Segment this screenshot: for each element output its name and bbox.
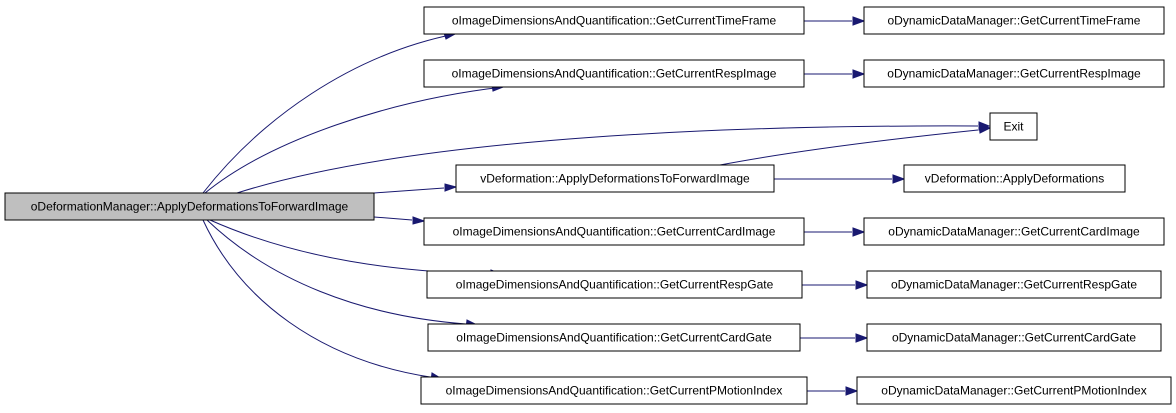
node-n2[interactable]: oDynamicDataManager::GetCurrentTimeFrame — [863, 6, 1165, 35]
nodes-layer: oDeformationManager::ApplyDeformationsTo… — [4, 6, 1172, 405]
node-n6[interactable]: vDeformation::ApplyDeformationsToForward… — [455, 164, 775, 193]
node-label: oImageDimensionsAndQuantification::GetCu… — [456, 278, 774, 292]
edge-arrowhead — [412, 216, 426, 225]
node-label: oDynamicDataManager::GetCurrentCardImage — [888, 225, 1140, 239]
edge-line — [204, 86, 504, 194]
node-box — [455, 164, 775, 193]
edge-arrowhead — [845, 386, 859, 396]
node-box — [856, 376, 1172, 405]
edge-root-to-n1 — [202, 32, 457, 194]
edge-root-to-n6 — [373, 183, 458, 194]
edge-line — [202, 33, 456, 194]
node-box — [866, 270, 1162, 299]
node-label: oDynamicDataManager::GetCurrentRespGate — [891, 278, 1137, 292]
edge-n14-to-n15 — [807, 386, 859, 396]
node-n4[interactable]: oDynamicDataManager::GetCurrentRespImage — [863, 59, 1165, 88]
node-n9[interactable]: oDynamicDataManager::GetCurrentCardImage — [863, 217, 1165, 246]
node-box — [989, 112, 1038, 141]
node-box — [420, 376, 808, 405]
node-n13[interactable]: oDynamicDataManager::GetCurrentCardGate — [866, 323, 1162, 352]
node-label: oImageDimensionsAndQuantification::GetCu… — [456, 331, 772, 345]
edge-n12-to-n13 — [800, 333, 869, 343]
node-label: vDeformation::ApplyDeformationsToForward… — [480, 172, 750, 186]
node-n11[interactable]: oDynamicDataManager::GetCurrentRespGate — [866, 270, 1162, 299]
edge-arrowhead — [852, 16, 866, 26]
node-box — [423, 59, 805, 88]
node-label: oDynamicDataManager::GetCurrentCardGate — [892, 331, 1136, 345]
node-n7[interactable]: vDeformation::ApplyDeformations — [903, 164, 1126, 193]
edge-n10-to-n11 — [802, 280, 869, 290]
node-n3[interactable]: oImageDimensionsAndQuantification::GetCu… — [423, 59, 805, 88]
node-box — [426, 270, 803, 299]
edge-n8-to-n9 — [804, 227, 866, 237]
node-label: oImageDimensionsAndQuantification::GetCu… — [452, 14, 777, 28]
node-label: oDeformationManager::ApplyDeformationsTo… — [31, 200, 349, 214]
node-n8[interactable]: oImageDimensionsAndQuantification::GetCu… — [423, 217, 805, 246]
node-box — [903, 164, 1126, 193]
node-n12[interactable]: oImageDimensionsAndQuantification::GetCu… — [427, 323, 801, 352]
edge-arrowhead — [892, 174, 906, 184]
edge-n3-to-n4 — [804, 69, 866, 79]
edge-arrowhead — [444, 183, 458, 192]
node-label: oImageDimensionsAndQuantification::GetCu… — [446, 384, 783, 398]
node-box — [423, 217, 805, 246]
node-box — [863, 6, 1165, 35]
edge-arrowhead — [978, 124, 992, 134]
node-root[interactable]: oDeformationManager::ApplyDeformationsTo… — [4, 192, 375, 221]
node-label: oDynamicDataManager::GetCurrentPMotionIn… — [881, 384, 1146, 398]
edge-line — [236, 125, 979, 194]
edge-arrowhead — [852, 69, 866, 79]
edge-line — [373, 187, 445, 194]
edge-n1-to-n2 — [804, 16, 866, 26]
node-n5[interactable]: Exit — [989, 112, 1038, 141]
edge-line — [719, 129, 979, 166]
edge-arrowhead — [855, 333, 869, 343]
edge-root-to-n8 — [373, 216, 426, 225]
node-label: oDynamicDataManager::GetCurrentRespImage — [887, 67, 1141, 81]
edge-root-to-n14 — [202, 219, 444, 382]
edge-line — [202, 219, 431, 378]
node-box — [863, 217, 1165, 246]
node-box — [427, 323, 801, 352]
edge-n6-to-n5 — [719, 124, 992, 166]
edge-arrowhead — [852, 227, 866, 237]
node-label: oImageDimensionsAndQuantification::GetCu… — [453, 225, 776, 239]
node-box — [423, 6, 805, 35]
node-n1[interactable]: oImageDimensionsAndQuantification::GetCu… — [423, 6, 805, 35]
edge-line — [373, 216, 413, 221]
node-label: Exit — [1003, 120, 1024, 134]
node-n15[interactable]: oDynamicDataManager::GetCurrentPMotionIn… — [856, 376, 1172, 405]
edge-n6-to-n7 — [774, 174, 906, 184]
node-label: oImageDimensionsAndQuantification::GetCu… — [452, 67, 777, 81]
node-box — [863, 59, 1165, 88]
node-box — [866, 323, 1162, 352]
node-box — [4, 192, 375, 221]
node-n10[interactable]: oImageDimensionsAndQuantification::GetCu… — [426, 270, 803, 299]
node-label: oDynamicDataManager::GetCurrentTimeFrame — [888, 14, 1141, 28]
edge-line — [206, 219, 467, 325]
edge-arrowhead — [855, 280, 869, 290]
node-label: vDeformation::ApplyDeformations — [925, 172, 1104, 186]
node-n14[interactable]: oImageDimensionsAndQuantification::GetCu… — [420, 376, 808, 405]
